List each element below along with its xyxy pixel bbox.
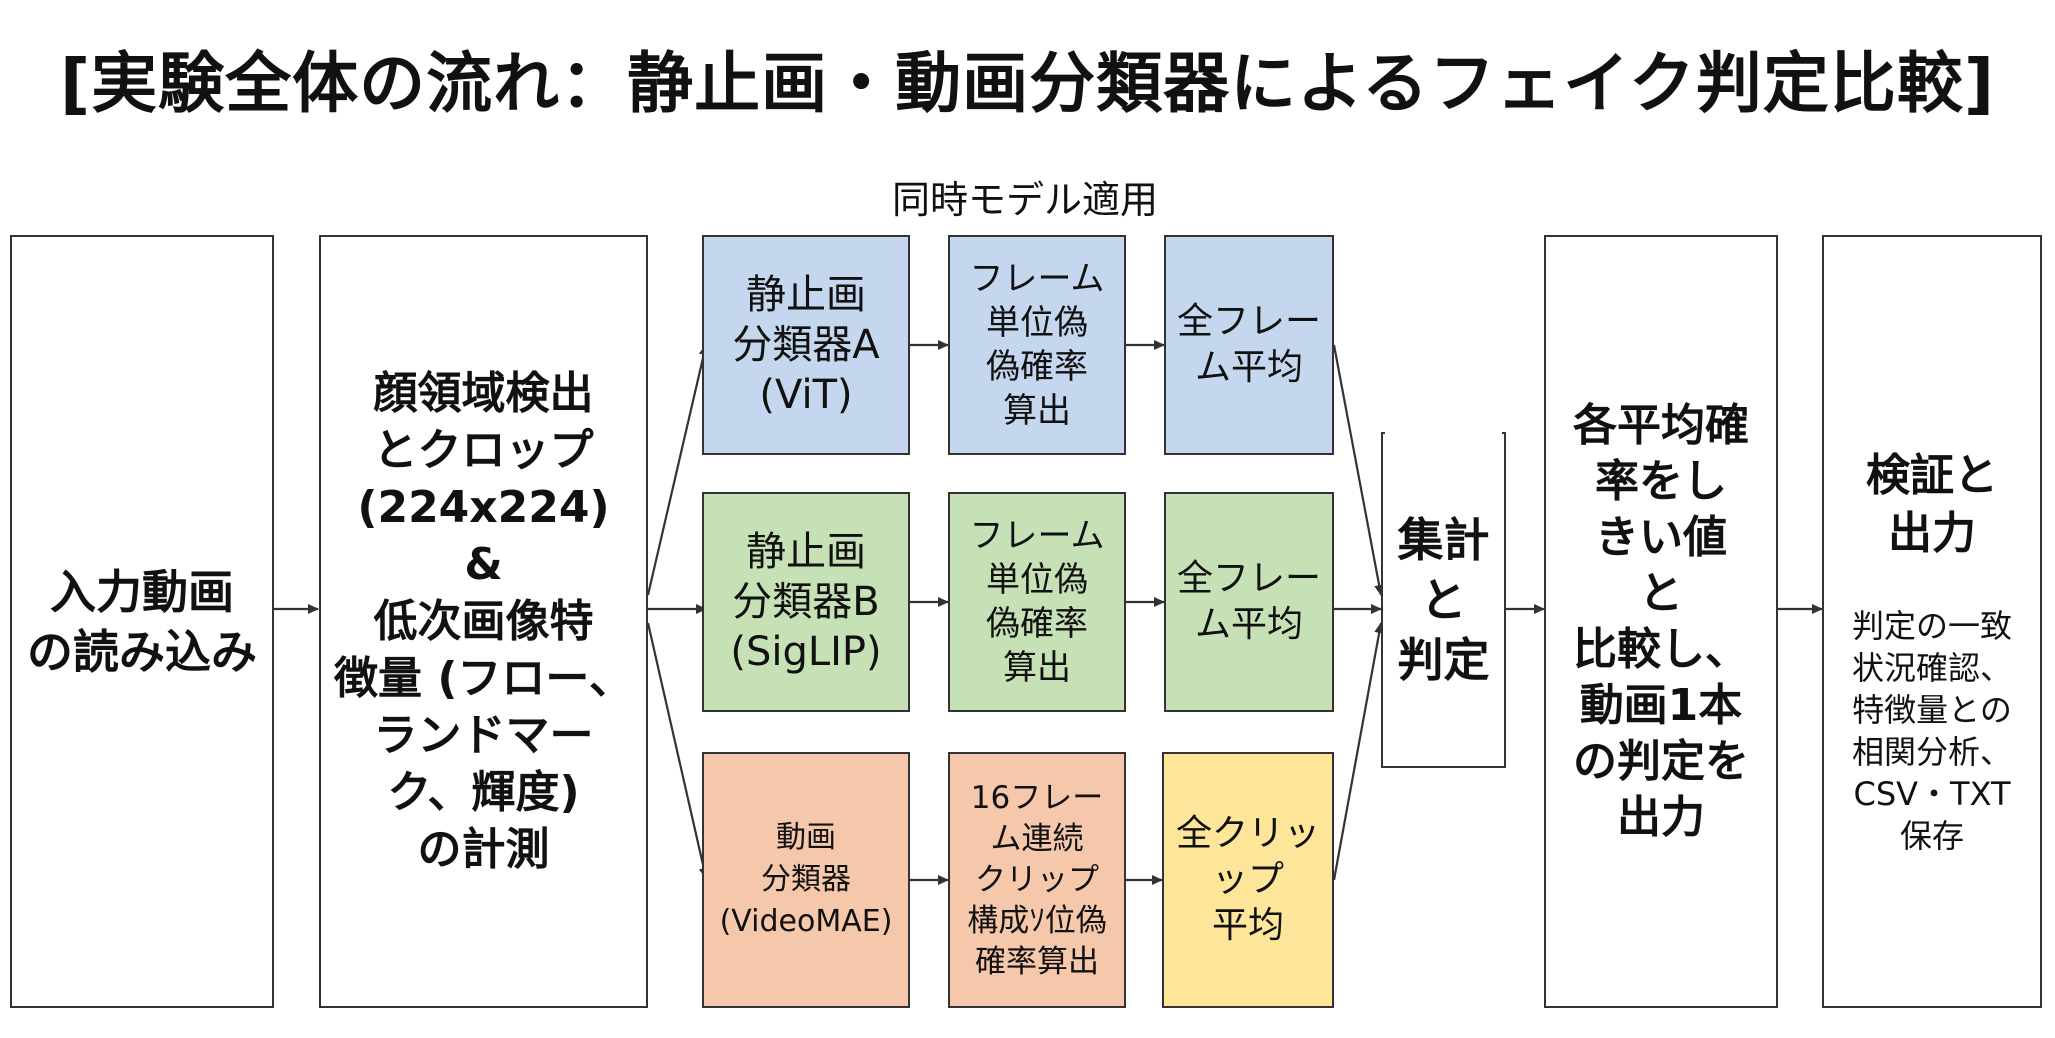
avg-a-box: 全フレー ム平均 — [1164, 235, 1334, 455]
compare-label: 各平均確 率をし きい値 と 比較し、 動画1本 の判定を 出力 — [1573, 399, 1749, 843]
aggregate-box: 集計 と 判定 — [1381, 432, 1506, 768]
frame-prob-c-label: 16フレー ム連続 クリップ 構成ｿ位偽 確率算出 — [967, 779, 1107, 980]
preprocess-label: 顔領域検出 とクロップ (224x224) & 低次画像特 徴量 (フロー、 ラ… — [334, 368, 633, 875]
frame-prob-b-box: フレーム 単位偽 偽確率 算出 — [948, 492, 1126, 712]
arrow-avg-a-to-aggregate — [1332, 344, 1385, 596]
avg-a-label: 全フレー ム平均 — [1176, 301, 1321, 388]
aggregate-top-gap — [1385, 430, 1502, 436]
frame-prob-a-box: フレーム 単位偽 偽確率 算出 — [948, 235, 1126, 455]
frame-prob-c-box: 16フレー ム連続 クリップ 構成ｿ位偽 確率算出 — [948, 752, 1126, 1008]
frame-prob-a-label: フレーム 単位偽 偽確率 算出 — [969, 259, 1105, 431]
aggregate-label: 集計 と 判定 — [1397, 513, 1490, 687]
input-video-label: 入力動画 の読み込み — [27, 564, 257, 679]
diagram-title: [実験全体の流れ：静止画・動画分類器によるフェイク判定比較] — [59, 45, 1996, 122]
avg-c-box: 全クリッ ップ 平均 — [1162, 752, 1334, 1008]
frame-prob-b-label: フレーム 単位偽 偽確率 算出 — [969, 516, 1105, 688]
avg-b-box: 全フレー ム平均 — [1164, 492, 1334, 712]
model-b-label: 静止画 分類器B (SigLIP) — [730, 529, 882, 675]
simultaneous-label: 同時モデル適用 — [891, 178, 1158, 222]
arrow-preprocess-to-model-a — [646, 344, 709, 596]
avg-c-label: 全クリッ ップ 平均 — [1175, 813, 1320, 946]
model-a-label: 静止画 分類器A (ViT) — [732, 272, 880, 418]
arrow-avg-c-to-aggregate — [1332, 622, 1385, 881]
arrow-preprocess-to-model-c — [646, 622, 709, 879]
model-c-box: 動画 分類器 (VideoMAE) — [702, 752, 910, 1008]
compare-box: 各平均確 率をし きい値 と 比較し、 動画1本 の判定を 出力 — [1544, 235, 1778, 1008]
output-detail: 判定の一致 状況確認、 特徴量との 相関分析、 CSV・TXT 保存 — [1851, 607, 2012, 855]
input-video-box: 入力動画 の読み込み — [10, 235, 274, 1008]
model-b-box: 静止画 分類器B (SigLIP) — [702, 492, 910, 712]
avg-b-label: 全フレー ム平均 — [1176, 558, 1321, 645]
model-c-label: 動画 分類器 (VideoMAE) — [719, 820, 893, 939]
output-box: 検証と 出力 判定の一致 状況確認、 特徴量との 相関分析、 CSV・TXT 保… — [1822, 235, 2042, 1008]
output-title: 検証と 出力 — [1866, 450, 1998, 559]
model-a-box: 静止画 分類器A (ViT) — [702, 235, 910, 455]
preprocess-box: 顔領域検出 とクロップ (224x224) & 低次画像特 徴量 (フロー、 ラ… — [319, 235, 648, 1008]
